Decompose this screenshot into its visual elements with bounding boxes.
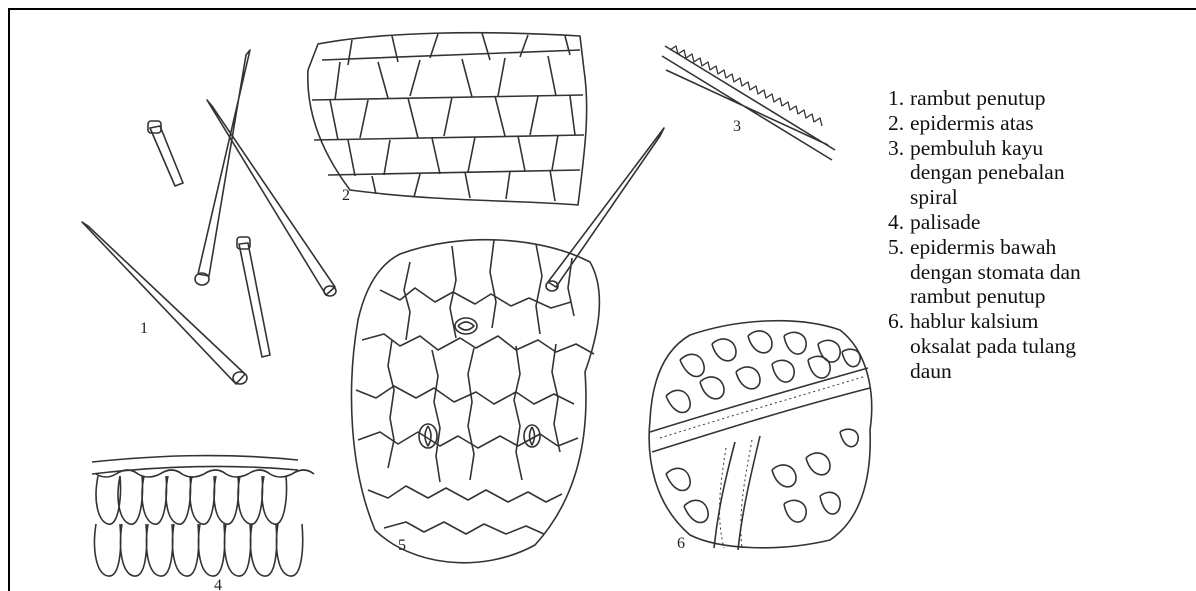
hair-tall-vertical [198,50,250,276]
figure-number-labels: 1 2 3 4 5 6 [140,118,741,591]
label-3: 3 [733,118,741,135]
legend-list: 1.rambut penutup 2.epidermis atas 3.pemb… [888,86,1081,384]
legend-item: 1.rambut penutup [888,86,1081,111]
label-6: 6 [677,535,685,552]
legend-item: 6.hablur kalsium oksalat pada tulang dau… [888,309,1081,383]
label-4: 4 [214,577,222,591]
lower-epidermis [351,128,664,563]
hair-diagonal-right [207,100,335,295]
legend-item: 2.epidermis atas [888,111,1081,136]
spiral-thickening [670,46,822,126]
palisade [92,456,314,577]
hair-short-2 [239,243,270,357]
legend-item: 4.palisade [888,210,1081,235]
hair-base-1 [233,372,247,384]
legend-item: 3.pembuluh kayu dengan penebalan spiral [888,136,1081,210]
calcium-oxalate-vein [649,321,872,550]
hair-short-1 [150,126,183,186]
covering-hairs [82,50,336,384]
lower-covering-hair [548,128,664,287]
label-5: 5 [398,537,406,554]
upper-epidermis [308,33,587,205]
hair-long-diagonal [82,222,245,384]
xylem-vessel [662,46,835,160]
label-1: 1 [140,320,148,337]
legend-item: 5.epidermis bawah dengan stomata dan ram… [888,235,1081,309]
label-2: 2 [342,187,350,204]
